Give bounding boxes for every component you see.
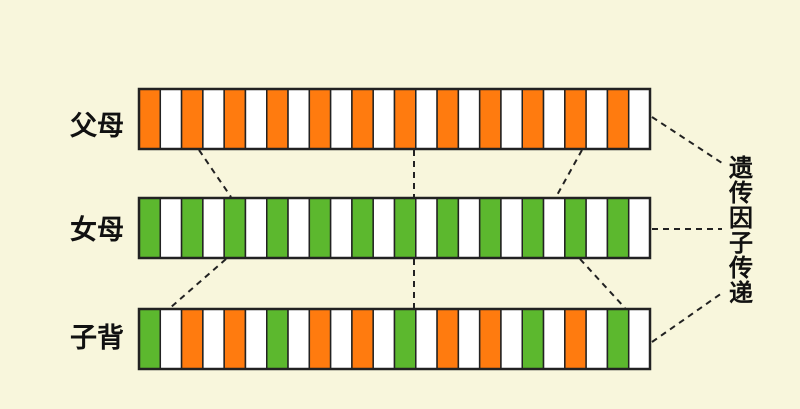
child-strand-segment-orange xyxy=(564,308,587,370)
child-strand-segment-orange xyxy=(351,308,374,370)
mother-strand-segment-green xyxy=(308,197,332,259)
father-strand-segment-white xyxy=(244,88,268,150)
connector-child-side xyxy=(651,292,723,343)
child-strand-segment-white xyxy=(585,308,609,370)
gene-transmission-label: 遗传因子传递 xyxy=(727,154,755,307)
child-strand-segment-green xyxy=(606,308,630,370)
mother-strand-segment-green xyxy=(606,197,630,259)
mother-strand-segment-white xyxy=(585,197,609,259)
mother-strand-segment-white xyxy=(542,197,566,259)
father-strand-segment-orange xyxy=(564,88,587,150)
child-strand-segment-green xyxy=(393,308,417,370)
strands-layer xyxy=(137,87,652,371)
mother-label: 女母 xyxy=(70,215,124,246)
child-strand-segment-white xyxy=(500,308,523,370)
connector-father-mother-left xyxy=(198,149,232,198)
father-label: 父母 xyxy=(70,111,124,142)
father-strand-segment-orange xyxy=(138,88,162,150)
child-strand-segment-orange xyxy=(180,308,204,370)
mother-strand-segment-white xyxy=(500,197,523,259)
child-strand-segment-green xyxy=(138,308,162,370)
father-strand-segment-white xyxy=(542,88,566,150)
father-strand-segment-white xyxy=(287,88,311,150)
father-strand-segment-white xyxy=(329,88,353,150)
child-strand-segment-orange xyxy=(478,308,502,370)
mother-strand-segment-green xyxy=(138,197,162,259)
father-strand-outline xyxy=(137,87,652,151)
father-strand-segment-orange xyxy=(436,88,460,150)
child-strand-segment-white xyxy=(159,308,183,370)
mother-strand-segment-white xyxy=(287,197,311,259)
mother-strand-segment-green xyxy=(351,197,374,259)
father-strand-segment-orange xyxy=(393,88,417,150)
mother-strand-segment-green xyxy=(393,197,417,259)
mother-strand-segment-white xyxy=(627,197,651,259)
child-strand-segment-orange xyxy=(223,308,247,370)
father-strand-segment-orange xyxy=(351,88,374,150)
child-strand-segment-orange xyxy=(308,308,332,370)
father-strand-segment-orange xyxy=(606,88,630,150)
child-strand-outline xyxy=(137,307,652,371)
mother-strand-segment-green xyxy=(266,197,289,259)
connector-lines xyxy=(169,116,723,343)
child-strand-segment-white xyxy=(415,308,438,370)
mother-strand-segment-white xyxy=(372,197,396,259)
father-strand-segment-white xyxy=(415,88,438,150)
child-strand-segment-orange xyxy=(436,308,460,370)
father-strand-segment-white xyxy=(159,88,183,150)
mother-strand-segment-green xyxy=(180,197,204,259)
child-strand-segment-white xyxy=(542,308,566,370)
father-strand-segment-white xyxy=(457,88,481,150)
mother-strand-segment-white xyxy=(457,197,481,259)
father-strand-segment-white xyxy=(372,88,396,150)
mother-strand xyxy=(137,196,652,260)
father-strand-segment-white xyxy=(500,88,523,150)
child-strand-segment-green xyxy=(266,308,289,370)
child-strand-segment-white xyxy=(287,308,311,370)
father-strand-segment-orange xyxy=(266,88,289,150)
mother-strand-segment-green xyxy=(521,197,545,259)
mother-strand-segment-white xyxy=(159,197,183,259)
father-strand xyxy=(137,87,652,151)
child-strand-segment-green xyxy=(521,308,545,370)
mother-strand-segment-white xyxy=(202,197,225,259)
connector-mother-child-left xyxy=(169,258,227,309)
child-strand-segment-white xyxy=(627,308,651,370)
mother-strand-segment-green xyxy=(436,197,460,259)
father-strand-segment-white xyxy=(202,88,225,150)
father-strand-segment-orange xyxy=(180,88,204,150)
child-label: 子背 xyxy=(70,323,124,354)
connector-father-mother-right xyxy=(555,149,583,198)
mother-strand-outline xyxy=(137,196,652,260)
child-strand-segment-white xyxy=(329,308,353,370)
mother-strand-segment-green xyxy=(223,197,247,259)
father-strand-segment-orange xyxy=(478,88,502,150)
mother-strand-segment-green xyxy=(564,197,587,259)
connector-mother-child-right xyxy=(579,258,626,309)
child-strand-segment-white xyxy=(202,308,225,370)
child-strand-segment-white xyxy=(372,308,396,370)
father-strand-segment-orange xyxy=(223,88,247,150)
mother-strand-segment-green xyxy=(478,197,502,259)
child-strand-segment-white xyxy=(244,308,268,370)
mother-strand-segment-white xyxy=(244,197,268,259)
child-strand-segment-white xyxy=(457,308,481,370)
father-strand-segment-white xyxy=(585,88,609,150)
child-strand xyxy=(137,307,652,371)
father-strand-segment-white xyxy=(627,88,651,150)
mother-strand-segment-white xyxy=(415,197,438,259)
mother-strand-segment-white xyxy=(329,197,353,259)
father-strand-segment-orange xyxy=(521,88,545,150)
father-strand-segment-orange xyxy=(308,88,332,150)
connector-father-side xyxy=(651,116,723,164)
